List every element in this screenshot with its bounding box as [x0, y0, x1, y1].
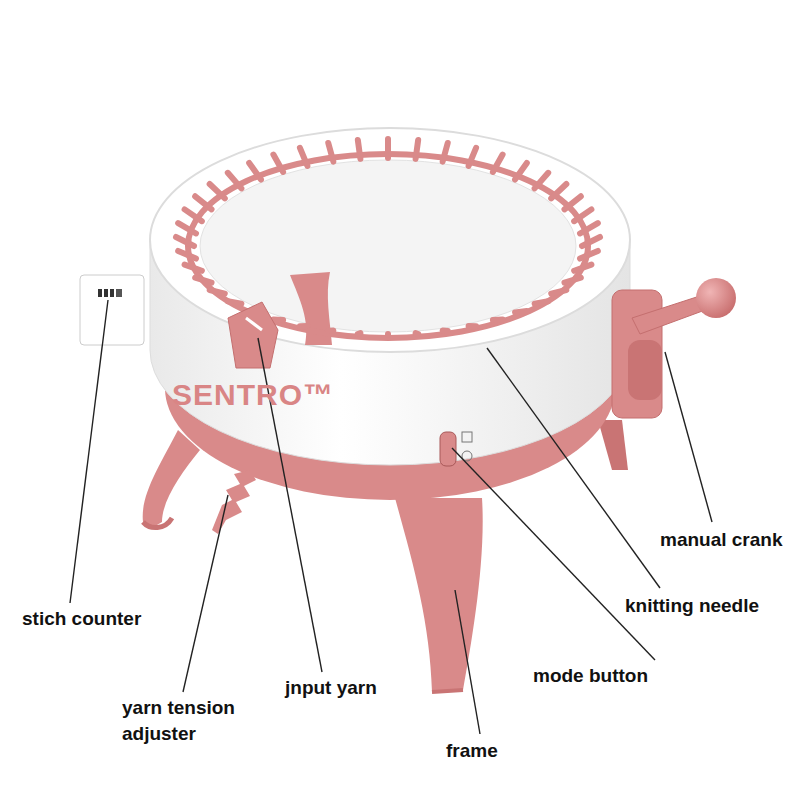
- knitting-needle: [300, 148, 307, 166]
- knitting-needle: [515, 163, 527, 180]
- yarn-guide-slot: [246, 318, 262, 330]
- knitting-needle: [358, 140, 361, 159]
- knitting-needle: [249, 163, 261, 180]
- knitting-needle: [443, 143, 448, 162]
- knitting-needles: [176, 139, 600, 335]
- leader-line: [183, 495, 228, 692]
- knitting-needle: [416, 140, 419, 159]
- knitting-needle: [300, 323, 307, 329]
- left-foot: [143, 518, 172, 528]
- yarn-guide: [228, 302, 278, 368]
- crank-housing: [612, 290, 662, 418]
- knitting-needle: [185, 209, 202, 221]
- mode-icon: [462, 432, 472, 442]
- front-leg: [395, 498, 483, 692]
- part-label: mode button: [533, 663, 648, 689]
- leader-line: [455, 590, 480, 734]
- counter-button: [116, 289, 122, 297]
- part-label: knitting needle: [625, 593, 759, 619]
- crank-knob: [696, 278, 736, 318]
- knitting-needle: [493, 155, 503, 172]
- knitting-needle: [178, 223, 196, 233]
- knitting-needle: [416, 330, 419, 337]
- part-label: yarn tension adjuster: [122, 695, 257, 747]
- counter-digit: [98, 289, 102, 297]
- counter-digit: [110, 289, 114, 297]
- knitting-needle: [228, 301, 242, 303]
- knitting-needle: [564, 278, 580, 283]
- part-label: manual crank: [660, 527, 783, 553]
- rear-leg: [598, 420, 628, 470]
- knitting-needle: [580, 223, 598, 233]
- part-label: jnput yarn: [285, 675, 377, 701]
- leader-line: [70, 300, 108, 603]
- knitting-needle: [493, 316, 503, 323]
- knitting-needle: [185, 265, 202, 271]
- knitting-needle: [574, 209, 591, 221]
- brand-logo: SENTRO™: [172, 378, 334, 412]
- knitting-needle: [551, 184, 566, 198]
- knitting-needle: [228, 173, 242, 189]
- crank-wheel: [628, 340, 662, 400]
- knitting-needle: [176, 237, 194, 246]
- leader-line: [665, 352, 712, 522]
- knitting-needle: [535, 301, 549, 303]
- knitting-needle: [443, 327, 448, 334]
- leader-line: [452, 448, 655, 660]
- tension-adjuster: [212, 470, 256, 534]
- knitting-needle: [210, 290, 225, 294]
- knitting-needle: [385, 334, 391, 335]
- front-foot: [432, 690, 463, 692]
- leader-line: [487, 348, 660, 588]
- knitting-needle: [328, 143, 333, 162]
- knitting-needle: [580, 251, 598, 259]
- knitting-needle: [195, 196, 211, 209]
- stitch-counter: [80, 275, 144, 345]
- knitting-needle: [358, 330, 361, 337]
- knitting-needle: [273, 155, 283, 172]
- knitting-needle: [551, 290, 566, 294]
- left-leg: [143, 430, 200, 528]
- knitting-needle: [273, 316, 283, 323]
- knitting-needle: [469, 323, 476, 329]
- knitting-needle: [574, 265, 591, 271]
- knitting-needle: [328, 327, 333, 334]
- knitting-needle: [195, 278, 211, 283]
- knitting-needle: [564, 196, 580, 209]
- part-label: frame: [446, 738, 498, 764]
- knitting-needle: [385, 139, 391, 158]
- counter-digit: [104, 289, 108, 297]
- knitting-needle: [535, 173, 549, 189]
- top-surface: [150, 128, 630, 352]
- knitting-needle: [582, 237, 600, 246]
- knitting-needle: [469, 148, 476, 166]
- knitting-needle: [178, 251, 196, 259]
- knitting-needle: [515, 311, 527, 312]
- knitting-needle: [210, 184, 225, 198]
- leader-lines: [70, 300, 712, 734]
- part-label: stich counter: [22, 606, 141, 632]
